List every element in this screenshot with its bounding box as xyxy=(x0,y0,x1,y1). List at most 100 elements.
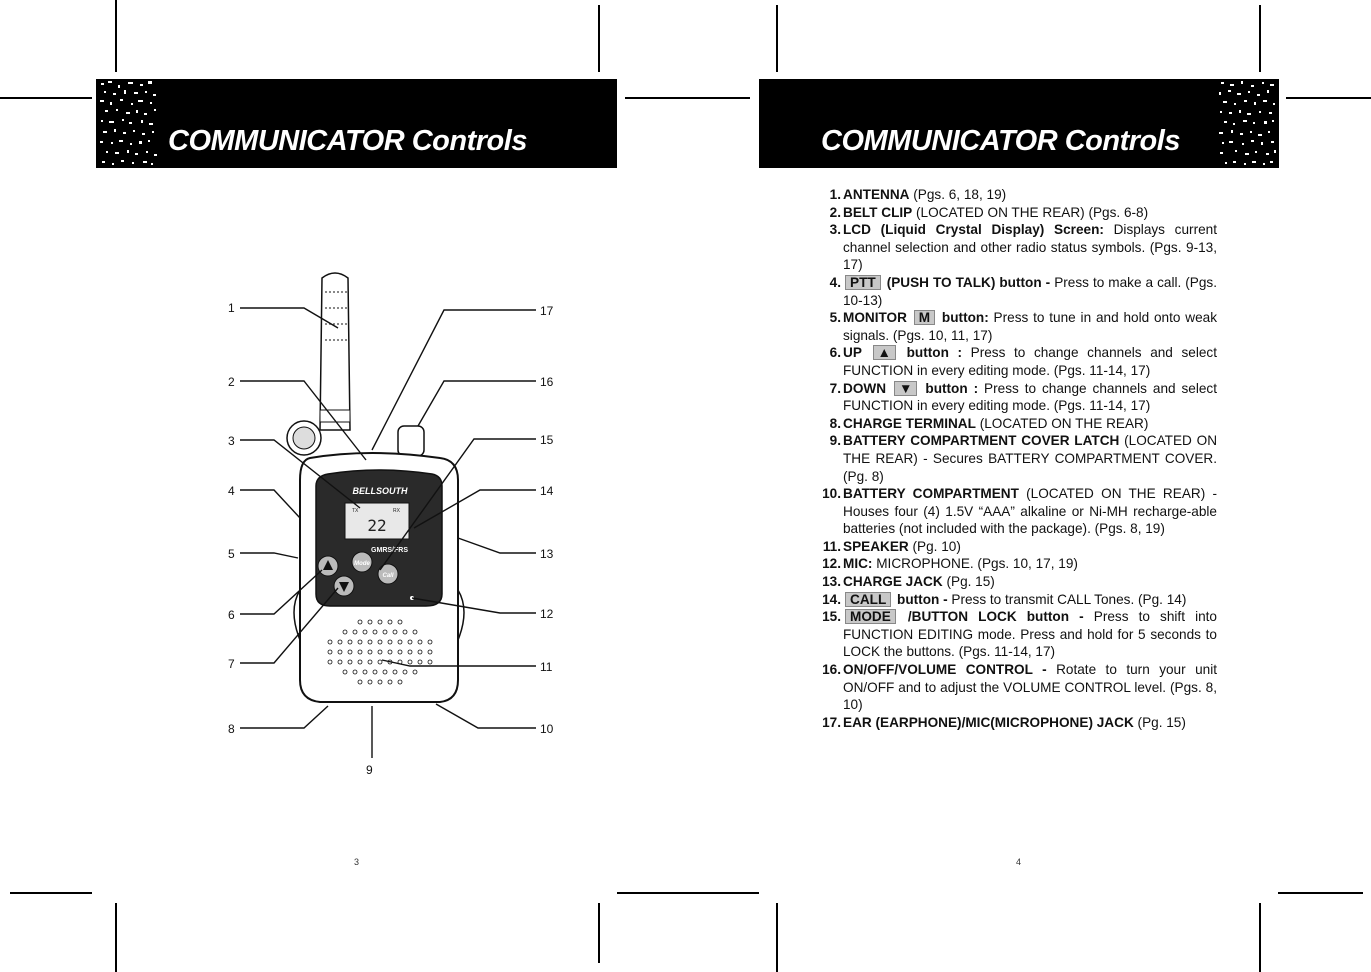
page-number: 3 xyxy=(354,857,360,867)
control-item: 17.EAR (EARPHONE)/MIC(MICROPHONE) JACK (… xyxy=(817,714,1217,732)
control-item: 2.BELT CLIP (LOCATED ON THE REAR) (Pgs. … xyxy=(817,204,1217,222)
callout-number: 13 xyxy=(540,547,554,561)
item-number: 8. xyxy=(829,415,841,431)
item-name: LCD (Liquid Crystal Display) Screen: xyxy=(843,222,1104,238)
crop-mark xyxy=(1259,903,1261,972)
brand-logo: BELLSOUTH xyxy=(353,486,408,496)
crop-mark xyxy=(115,903,117,972)
item-name: button : xyxy=(919,380,979,396)
mode-button[interactable] xyxy=(351,551,373,573)
key-label: CALL xyxy=(845,591,892,607)
control-item: 5.MONITOR M button: Press to tune in and… xyxy=(817,309,1217,344)
item-description: (LOCATED ON THE REAR) - Houses four (4) … xyxy=(843,486,1217,537)
item-name: ON/OFF/VOLUME CONTROL - xyxy=(843,662,1047,678)
item-description: Displays current channel selection and o… xyxy=(843,222,1217,273)
key-label: ▼ xyxy=(893,380,918,396)
item-description: (Pg. 10) xyxy=(908,538,961,554)
item-description: Press to change channels and select FUNC… xyxy=(843,380,1218,414)
item-name: BATTERY COMPARTMENT xyxy=(843,486,1019,502)
item-description: (LOCATED ON THE REAR) xyxy=(975,415,1149,431)
crop-mark xyxy=(617,892,759,894)
crop-mark xyxy=(776,903,778,972)
radio-diagram: BELLSOUTH TX RX 22 GMRS/FRS Mode Call xyxy=(228,272,554,777)
control-item: 9.BATTERY COMPARTMENT COVER LATCH (LOCAT… xyxy=(817,432,1217,485)
callout-number: 12 xyxy=(540,607,554,621)
call-button[interactable] xyxy=(377,563,399,585)
item-name: DOWN xyxy=(843,380,887,396)
mode-button-label: Mode xyxy=(354,561,370,567)
controls-list: 1.ANTENNA (Pgs. 6, 18, 19)2.BELT CLIP (L… xyxy=(817,186,1217,731)
item-description: Press to shift into FUNCTION EDITING mod… xyxy=(843,609,1217,660)
speaker-grille xyxy=(327,619,433,685)
item-number: 6. xyxy=(829,345,841,361)
item-number: 2. xyxy=(829,204,841,220)
item-description: (Pgs. 6, 18, 19) xyxy=(909,187,1007,202)
item-number: 15. xyxy=(822,609,841,625)
item-name: button - xyxy=(893,591,948,607)
item-number: 14. xyxy=(822,591,841,607)
crop-mark xyxy=(1286,97,1371,99)
item-description: MICROPHONE. (Pgs. 10, 17, 19) xyxy=(872,556,1078,572)
callout-number: 1 xyxy=(228,301,235,315)
control-item: 6.UP ▲ button : Press to change channels… xyxy=(817,344,1217,379)
callout-number: 11 xyxy=(540,660,553,674)
item-description: (LOCATED ON THE REAR) - Secures BATTERY … xyxy=(843,433,1218,484)
item-number: 7. xyxy=(829,380,841,396)
lcd-channel: 22 xyxy=(367,516,386,535)
ear-mic-jack xyxy=(397,425,425,457)
item-name: MONITOR xyxy=(843,310,907,326)
callout-number: 2 xyxy=(228,375,235,389)
crop-mark xyxy=(598,903,600,963)
key-label: ▲ xyxy=(872,345,896,361)
callout-lines xyxy=(240,307,536,758)
control-item: 13.CHARGE JACK (Pg. 15) xyxy=(817,573,1217,591)
control-item: 14.CALL button - Press to transmit CALL … xyxy=(817,591,1217,609)
item-name: button : xyxy=(897,345,963,361)
item-description: Press to tune in and hold onto weak sign… xyxy=(843,310,1217,343)
crop-mark xyxy=(1259,5,1261,72)
callout-number: 9 xyxy=(366,763,373,777)
item-description: (Pg. 15) xyxy=(942,574,995,590)
crop-mark xyxy=(10,892,92,894)
item-number: 5. xyxy=(829,310,841,326)
item-name: UP xyxy=(843,345,862,361)
item-name: BELT CLIP xyxy=(843,204,913,220)
item-name: MIC: xyxy=(843,556,873,572)
item-description: Rotate to turn your unit ON/OFF and to a… xyxy=(843,662,1217,713)
callout-number: 6 xyxy=(228,608,235,622)
item-description: Press to transmit CALL Tones. (Pg. 14) xyxy=(947,591,1187,607)
antenna xyxy=(319,272,351,431)
item-name: SPEAKER xyxy=(843,538,909,554)
item-number: 4. xyxy=(829,274,841,290)
crop-mark xyxy=(598,5,600,72)
lcd-screen xyxy=(344,502,410,540)
control-item: 12.MIC: MICROPHONE. (Pgs. 10, 17, 19) xyxy=(817,555,1217,573)
item-number: 10. xyxy=(822,486,841,502)
item-description: (Pg. 15) xyxy=(1133,714,1186,730)
up-arrow-icon xyxy=(323,560,333,570)
speckle-pattern xyxy=(98,79,158,168)
item-number: 17. xyxy=(822,714,841,730)
item-name: /BUTTON LOCK button - xyxy=(897,609,1084,625)
right-header-bar: COMMUNICATOR Controls xyxy=(759,79,1279,168)
control-item: 15.MODE /BUTTON LOCK button - Press to s… xyxy=(817,608,1217,661)
lcd-tx-indicator: TX xyxy=(352,508,359,514)
callout-number: 10 xyxy=(540,722,554,736)
item-name: EAR (EARPHONE)/MIC(MICROPHONE) JACK xyxy=(843,714,1134,730)
item-name: (PUSH TO TALK) button - xyxy=(882,274,1051,290)
crop-mark xyxy=(776,5,778,72)
item-number: 1. xyxy=(829,187,841,202)
control-item: 8.CHARGE TERMINAL (LOCATED ON THE REAR) xyxy=(817,415,1217,433)
item-number: 9. xyxy=(829,433,841,449)
item-number: 12. xyxy=(822,556,841,572)
item-description: Press to make a call. (Pgs. 10-13) xyxy=(843,274,1217,308)
key-label: PTT xyxy=(845,274,881,290)
callout-number: 3 xyxy=(228,434,235,448)
callout-number: 14 xyxy=(540,484,554,498)
page-title: COMMUNICATOR Controls xyxy=(168,125,527,157)
control-item: 1.ANTENNA (Pgs. 6, 18, 19) xyxy=(817,186,1217,204)
control-item: 10.BATTERY COMPARTMENT (LOCATED ON THE R… xyxy=(817,485,1217,538)
callout-number: 17 xyxy=(540,304,554,318)
page-number: 4 xyxy=(1016,857,1022,867)
item-description: Press to change channels and select FUNC… xyxy=(843,345,1217,378)
